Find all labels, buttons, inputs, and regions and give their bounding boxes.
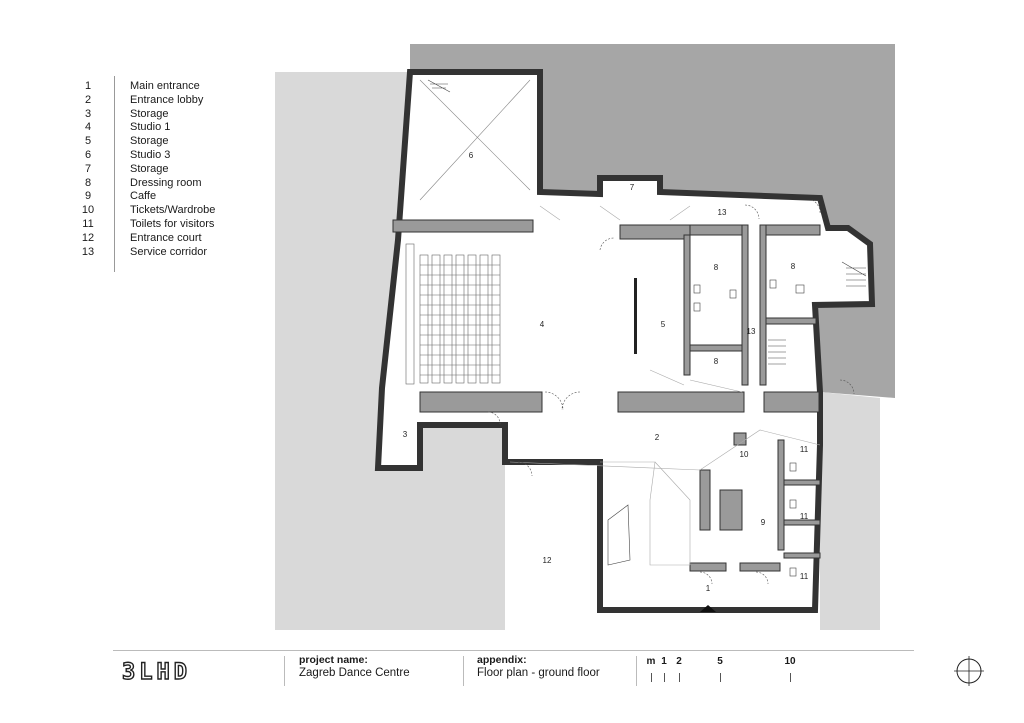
studio-3-diagonals	[419, 79, 531, 201]
room-label: 2	[655, 433, 660, 442]
legend-item: 9 Caffe	[60, 190, 215, 204]
legend-number: 2	[84, 93, 92, 106]
scale-label: 5	[717, 656, 723, 667]
legend-label: Toilets for visitors	[130, 217, 215, 230]
room-label: 1	[706, 584, 711, 593]
legend-item: 12 Entrance court	[60, 232, 215, 246]
studio-partition	[634, 278, 637, 354]
legend-label: Dressing room	[130, 176, 202, 189]
legend-label: Tickets/Wardrobe	[130, 204, 216, 217]
main-entrance-arrow	[700, 605, 716, 612]
scale-tick	[664, 673, 665, 682]
legend-number: 12	[81, 231, 95, 244]
building-footprint	[374, 69, 876, 613]
legend-item: 6 Studio 3	[60, 149, 215, 163]
legend-label: Entrance lobby	[130, 93, 204, 106]
scale-label: 2	[676, 656, 682, 667]
scale-tick	[679, 673, 680, 682]
door-swings	[487, 199, 855, 585]
legend-item: 10 Tickets/Wardrobe	[60, 204, 216, 218]
circulation-lines	[509, 205, 821, 566]
legend-label: Storage	[130, 107, 169, 120]
title-block-divider	[463, 656, 464, 686]
legend-label: Service corridor	[130, 245, 208, 258]
room-label: 13	[718, 208, 727, 217]
room-label: 8	[714, 357, 719, 366]
scale-label: 1	[661, 656, 667, 667]
title-block-divider	[284, 656, 285, 686]
scale-label: m	[646, 656, 656, 667]
room-label: 13	[747, 327, 756, 336]
scale-tick	[790, 673, 791, 682]
room-label: 11	[800, 445, 809, 454]
room-label: 11	[800, 572, 809, 581]
legend-item: 13 Service corridor	[60, 246, 215, 260]
legend-number: 9	[84, 190, 92, 203]
legend-label: Studio 3	[130, 148, 171, 161]
legend-number: 6	[84, 148, 92, 161]
room-label: 10	[740, 450, 749, 459]
legend-number: 8	[84, 176, 92, 189]
neighbor-building-dark	[410, 44, 895, 398]
legend-item: 4 Studio 1	[60, 121, 215, 135]
legend-number: 13	[81, 245, 95, 258]
legend-item: 3 Storage	[60, 108, 215, 122]
north-arrow-icon	[954, 656, 984, 686]
room-label: 11	[800, 512, 809, 521]
room-label: 7	[630, 183, 635, 192]
project-label: project name:	[299, 654, 368, 666]
legend-label: Storage	[130, 135, 169, 148]
studio-seating	[405, 243, 501, 385]
firm-logo: 3LHD	[121, 659, 191, 685]
legend-number: 4	[84, 121, 92, 134]
legend-divider	[114, 76, 115, 272]
legend-number: 11	[82, 217, 94, 230]
room-label: 3	[403, 430, 408, 439]
scale-tick	[720, 673, 721, 682]
stairs	[427, 79, 867, 566]
appendix-field: appendix: Floor plan - ground floor	[477, 654, 600, 680]
project-value: Zagreb Dance Centre	[299, 667, 410, 679]
neighbor-building-left	[275, 72, 505, 630]
room-label: 12	[543, 556, 552, 565]
legend-label: Studio 1	[130, 121, 171, 134]
legend-item: 11 Toilets for visitors	[60, 218, 215, 232]
room-labels: 1 2 3 4 5 6 7 8 8 8 9 10 11 11 11 12 13 …	[403, 151, 809, 593]
legend-item: 2 Entrance lobby	[60, 94, 215, 108]
interior-walls	[392, 219, 821, 572]
title-block-divider	[636, 656, 637, 686]
legend-number: 7	[84, 162, 92, 175]
legend-number: 3	[84, 107, 92, 120]
legend-label: Main entrance	[130, 80, 200, 92]
scale-tick	[651, 673, 652, 682]
appendix-label: appendix:	[477, 654, 527, 666]
room-label: 8	[714, 263, 719, 272]
legend-number: 10	[81, 204, 95, 217]
room-label: 5	[661, 320, 666, 329]
room-label: 9	[761, 518, 766, 527]
legend-item: 8 Dressing room	[60, 177, 215, 191]
legend-number: 1	[84, 80, 92, 92]
project-field: project name: Zagreb Dance Centre	[299, 654, 410, 680]
legend-number: 5	[84, 135, 92, 148]
room-label: 6	[469, 151, 474, 160]
toilet-fixtures	[693, 279, 805, 577]
legend-item: 1 Main entrance	[60, 80, 215, 94]
legend-label: Storage	[130, 162, 169, 175]
room-label: 4	[540, 320, 545, 329]
legend-label: Entrance court	[130, 231, 202, 244]
legend-label: Caffe	[130, 190, 157, 203]
title-block-rule	[113, 650, 914, 651]
appendix-value: Floor plan - ground floor	[477, 667, 600, 679]
room-label: 8	[791, 262, 796, 271]
legend-item: 5 Storage	[60, 135, 215, 149]
neighbor-building-right	[820, 392, 880, 630]
scale-label: 10	[784, 656, 796, 667]
legend-item: 7 Storage	[60, 163, 215, 177]
